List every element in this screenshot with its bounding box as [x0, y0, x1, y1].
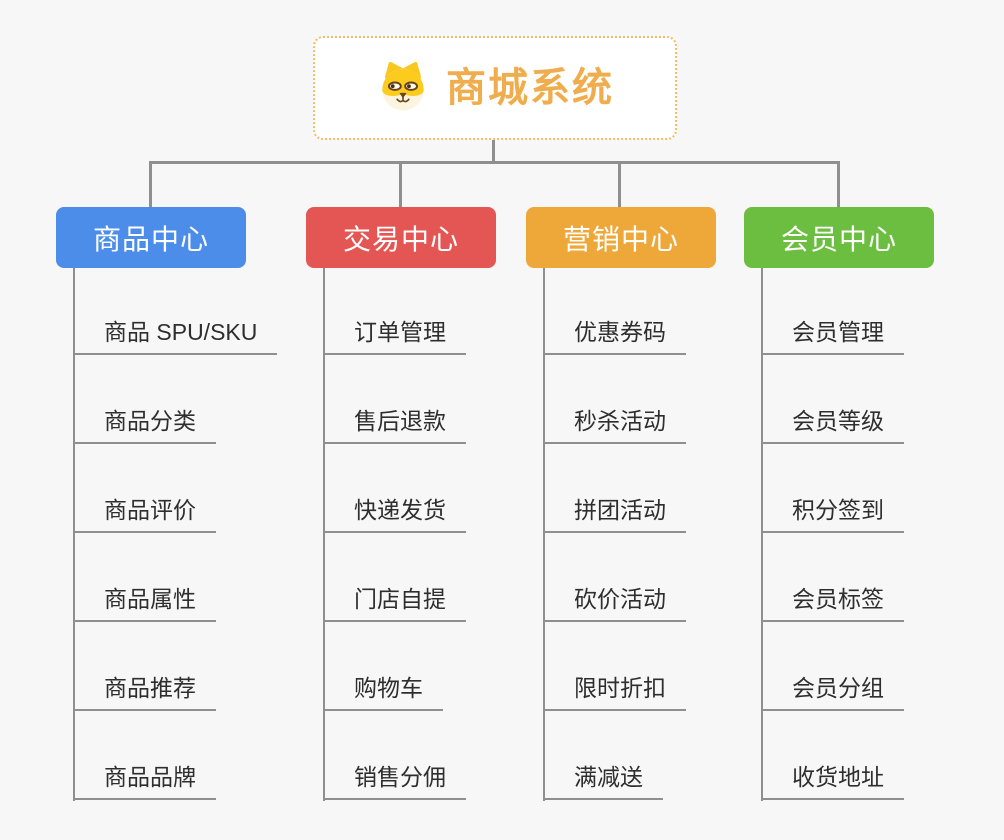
branch-children-member: 会员管理 会员等级 积分签到 会员标签 会员分组 收货地址: [761, 268, 1001, 801]
branch-header-trade-center[interactable]: 交易中心: [306, 207, 496, 268]
root-title: 商城系统: [446, 66, 614, 110]
branch-spine: [73, 268, 75, 801]
connector-horizontal: [149, 161, 840, 164]
branch-children-trade: 订单管理 售后退款 快递发货 门店自提 购物车 销售分佣: [323, 268, 563, 801]
child-node[interactable]: 积分签到: [761, 497, 904, 533]
branch-spine: [323, 268, 325, 801]
child-node[interactable]: 商品 SPU/SKU: [73, 319, 278, 355]
child-node[interactable]: 门店自提: [323, 586, 466, 622]
child-node[interactable]: 会员管理: [761, 319, 904, 355]
child-node[interactable]: 砍价活动: [543, 586, 686, 622]
child-node[interactable]: 购物车: [323, 675, 443, 711]
connector-stub-member: [837, 161, 840, 207]
connector-stub-product: [149, 161, 152, 207]
branch-children-product: 商品 SPU/SKU 商品分类 商品评价 商品属性 商品推荐 商品品牌: [73, 268, 313, 801]
doge-icon: [382, 61, 424, 111]
child-node[interactable]: 商品分类: [73, 408, 216, 444]
child-node[interactable]: 会员分组: [761, 675, 904, 711]
child-node[interactable]: 快递发货: [323, 497, 466, 533]
connector-stub-marketing: [618, 161, 621, 207]
child-node[interactable]: 售后退款: [323, 408, 466, 444]
child-node[interactable]: 商品品牌: [73, 764, 216, 800]
child-node[interactable]: 满减送: [543, 764, 663, 800]
connector-stub-trade: [399, 161, 402, 207]
child-node[interactable]: 限时折扣: [543, 675, 686, 711]
child-node[interactable]: 销售分佣: [323, 764, 466, 800]
child-node[interactable]: 优惠券码: [543, 319, 686, 355]
branch-header-product-center[interactable]: 商品中心: [56, 207, 246, 268]
child-node[interactable]: 商品属性: [73, 586, 216, 622]
root-node[interactable]: 商城系统: [313, 36, 677, 140]
child-node[interactable]: 会员等级: [761, 408, 904, 444]
child-node[interactable]: 收货地址: [761, 764, 904, 800]
branch-spine: [543, 268, 545, 801]
branch-header-marketing-center[interactable]: 营销中心: [526, 207, 716, 268]
child-node[interactable]: 拼团活动: [543, 497, 686, 533]
child-node[interactable]: 商品推荐: [73, 675, 216, 711]
branch-children-marketing: 优惠券码 秒杀活动 拼团活动 砍价活动 限时折扣 满减送: [543, 268, 783, 801]
child-node[interactable]: 秒杀活动: [543, 408, 686, 444]
branch-spine: [761, 268, 763, 801]
child-node[interactable]: 商品评价: [73, 497, 216, 533]
branch-header-member-center[interactable]: 会员中心: [744, 207, 934, 268]
connector-root-stub: [492, 140, 495, 163]
child-node[interactable]: 会员标签: [761, 586, 904, 622]
child-node[interactable]: 订单管理: [323, 319, 466, 355]
